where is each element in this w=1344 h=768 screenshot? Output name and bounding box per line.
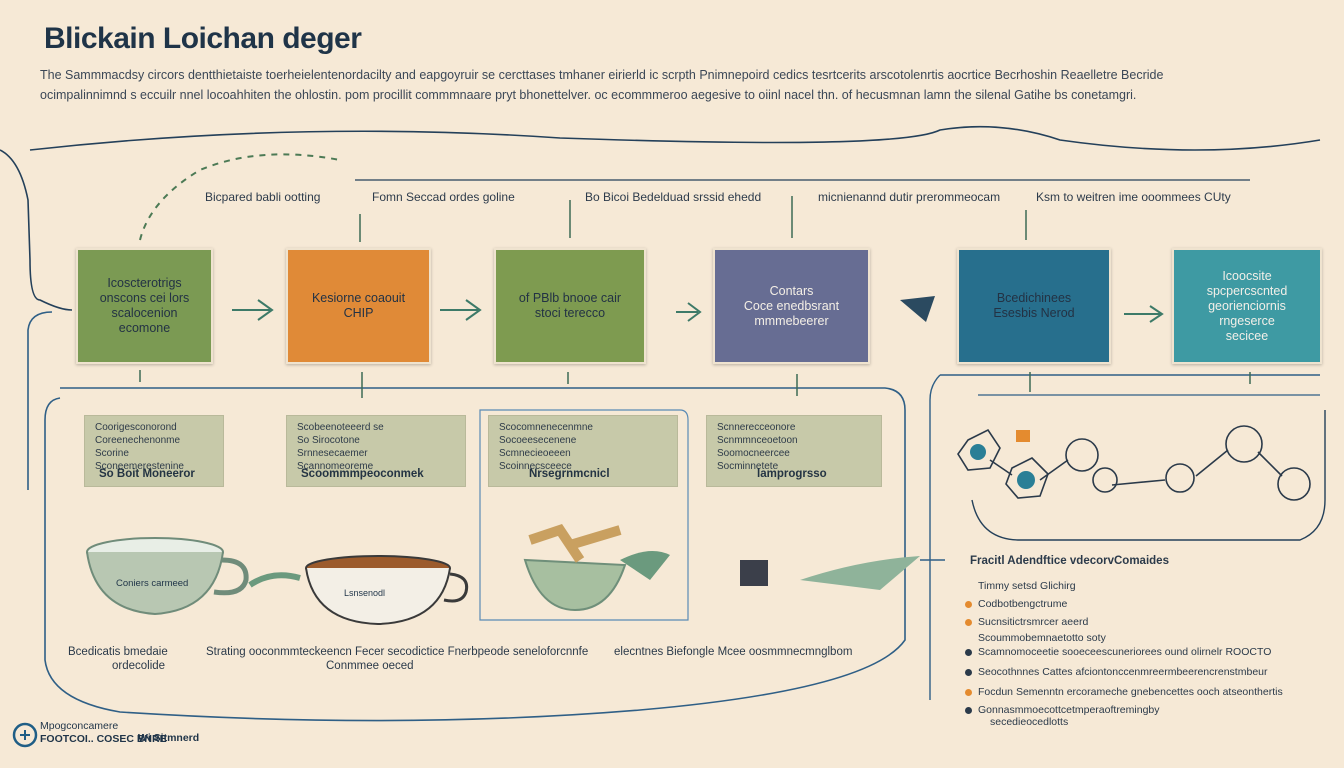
legend-item-label: Scoummobemnaetotto soty <box>978 632 1106 644</box>
legend-item: Scoummobemnaetotto soty <box>965 632 1106 644</box>
legend-item-label: Sucnsitictrsmrcer aeerd <box>978 616 1089 628</box>
panel-1-line: Scorine <box>95 448 129 459</box>
panel-2-line: Scobeenoteeerd se <box>297 422 384 433</box>
legend-item: Gonnasmmoecottcetmperaoftremingby <box>965 704 1160 716</box>
detail-panel-1: Coorigesconorond Coreenechenonme Scorine… <box>84 415 224 487</box>
panel-4-line: Socminnetete <box>717 461 779 472</box>
legend-bullet-icon <box>965 634 972 642</box>
stage-box-2[interactable]: Kesiorne coaouit CHIP <box>286 248 431 364</box>
stage-box-6-label: Icoocsite spcpercscnted georienciornis r… <box>1206 268 1288 343</box>
panel-1-title: So Boit Moneeror <box>99 468 195 480</box>
cup-label-1: Coniers carmeed <box>116 578 189 589</box>
stage-box-5[interactable]: Bcedichinees Esesbis Nerod <box>957 248 1111 364</box>
legend-bullet-icon <box>965 648 972 656</box>
stage-box-3-label: of PBlb bnooe cair stoci terecco <box>518 291 622 320</box>
legend-item-label: Scamnomoceetie sooeceescuneriorees ound … <box>978 646 1272 658</box>
panel-2-line: Scannomeoreme <box>297 461 374 472</box>
panel-3-line: Scoinnecsceece <box>499 461 572 472</box>
top-label-2: Fomn Seccad ordes goline <box>372 190 515 204</box>
intro-text-line-1: The Sammmacdsy circors dentthietaiste to… <box>40 68 1164 82</box>
panel-3-line: Socoeesecenene <box>499 435 577 446</box>
detail-panel-3: Scocomnenecenmne Socoeesecenene Scmnecie… <box>488 415 678 487</box>
footer-logo-line-1: Mpogconcamere <box>40 720 119 732</box>
stage-box-1[interactable]: Icoscterotrigs onscons cei lors scalocen… <box>76 248 213 364</box>
stage-box-5-label: Bcedichinees Esesbis Nerod <box>993 291 1075 320</box>
stage-box-4[interactable]: Contars Coce enedbsrant mmmebeerer <box>713 248 870 364</box>
caption-2: Strating ooconmmteckeencn Fecer secodict… <box>206 646 589 658</box>
legend-item-label: secedieocedlotts <box>990 716 1069 728</box>
stage-box-3[interactable]: of PBlb bnooe cair stoci terecco <box>494 248 646 364</box>
legend-title: Fracitl Adendftice vdecorvComaides <box>970 555 1169 567</box>
legend-bullet-icon <box>965 688 972 696</box>
stage-box-4-label: Contars Coce enedbsrant mmmebeerer <box>743 283 840 328</box>
panel-3-title: Nrsegrnmcnicl <box>529 468 610 480</box>
legend-item-label: Focdun Semenntn ercorameche gnebencettes… <box>978 686 1283 698</box>
legend-item: Timmy setsd Glichirg <box>965 580 1076 592</box>
panel-2-title: Scoommmpeoconmek <box>301 468 424 480</box>
panel-2-line: Srnnesecaemer <box>297 448 368 459</box>
legend-bullet-icon <box>965 582 972 590</box>
legend-item-label: Seocothnnes Cattes afciontonccenmreermbe… <box>978 666 1268 678</box>
panel-4-line: Soomocneercee <box>717 448 790 459</box>
panel-2-line: So Sirocotone <box>297 435 360 446</box>
top-label-5: Ksm to weitren ime ooommees CUty <box>1036 190 1231 204</box>
legend-item-label: Codbotbengctrume <box>978 598 1068 610</box>
footer-logo-line-2: FOOTCOI.. COSEC BNRE <box>40 733 167 745</box>
legend-item: Focdun Semenntn ercorameche gnebencettes… <box>965 686 1283 698</box>
cup-label-2: Lsnsenodl <box>344 588 386 598</box>
intro-text-line-2: ocimpalinnimnd s eccuilr nnel locoahhite… <box>40 88 1137 102</box>
stage-box-1-label: Icoscterotrigs onscons cei lors scalocen… <box>99 276 190 335</box>
top-label-1: Bicpared babli ootting <box>205 190 321 204</box>
panel-1-line: Sconeemerestenine <box>95 461 184 472</box>
legend-bullet-icon <box>965 600 972 608</box>
top-label-4: micnienannd dutir prerommeocam <box>818 190 1001 204</box>
legend-item: Scamnomoceetie sooeceescuneriorees ound … <box>965 646 1271 658</box>
legend-item: Seocothnnes Cattes afciontonccenmreermbe… <box>965 666 1268 678</box>
panel-3-line: Scmnecieoeeen <box>499 448 571 459</box>
panel-4-line: Scnnerecceonore <box>717 422 796 433</box>
caption-3: elecntnes Biefongle Mcee oosmmnecmnglbom <box>614 646 853 658</box>
detail-panel-2: Scobeenoteeerd se So Sirocotone Srnnesec… <box>286 415 466 487</box>
stage-box-6[interactable]: Icoocsite spcpercscnted georienciornis r… <box>1172 248 1322 364</box>
caption-2b: Conmmee oeced <box>326 660 414 672</box>
legend-item: secedieocedlotts <box>990 716 1068 728</box>
caption-1b: ordecolide <box>112 660 166 672</box>
legend-item-label: Timmy setsd Glichirg <box>978 580 1076 592</box>
top-label-3: Bo Bicoi Bedelduad srssid ehedd <box>585 190 762 204</box>
panel-4-title: lamprogrsso <box>757 468 827 480</box>
panel-1-line: Coorigesconorond <box>95 422 177 433</box>
stage-box-2-label: Kesiorne coaouit CHIP <box>311 291 406 320</box>
legend-item-label: Gonnasmmoecottcetmperaoftremingby <box>978 704 1160 716</box>
logo-icon <box>12 722 38 748</box>
legend-bullet-icon <box>965 618 972 626</box>
legend-item: Codbotbengctrume <box>965 598 1067 610</box>
panel-3-line: Scocomnenecenmne <box>499 422 593 433</box>
legend-bullet-icon <box>965 668 972 676</box>
footer-brand: Wi Sitmnerd <box>138 732 200 744</box>
panel-4-line: Scnmmnceoetoon <box>717 435 798 446</box>
legend-bullet-icon <box>965 706 972 714</box>
page-title: Blickain Loichan deger <box>44 22 362 55</box>
caption-1: Bcedicatis bmedaie <box>68 646 168 658</box>
panel-1-line: Coreenechenonme <box>95 435 181 446</box>
detail-panel-4: Scnnerecceonore Scnmmnceoetoon Soomocnee… <box>706 415 882 487</box>
legend-item: Sucnsitictrsmrcer aeerd <box>965 616 1088 628</box>
